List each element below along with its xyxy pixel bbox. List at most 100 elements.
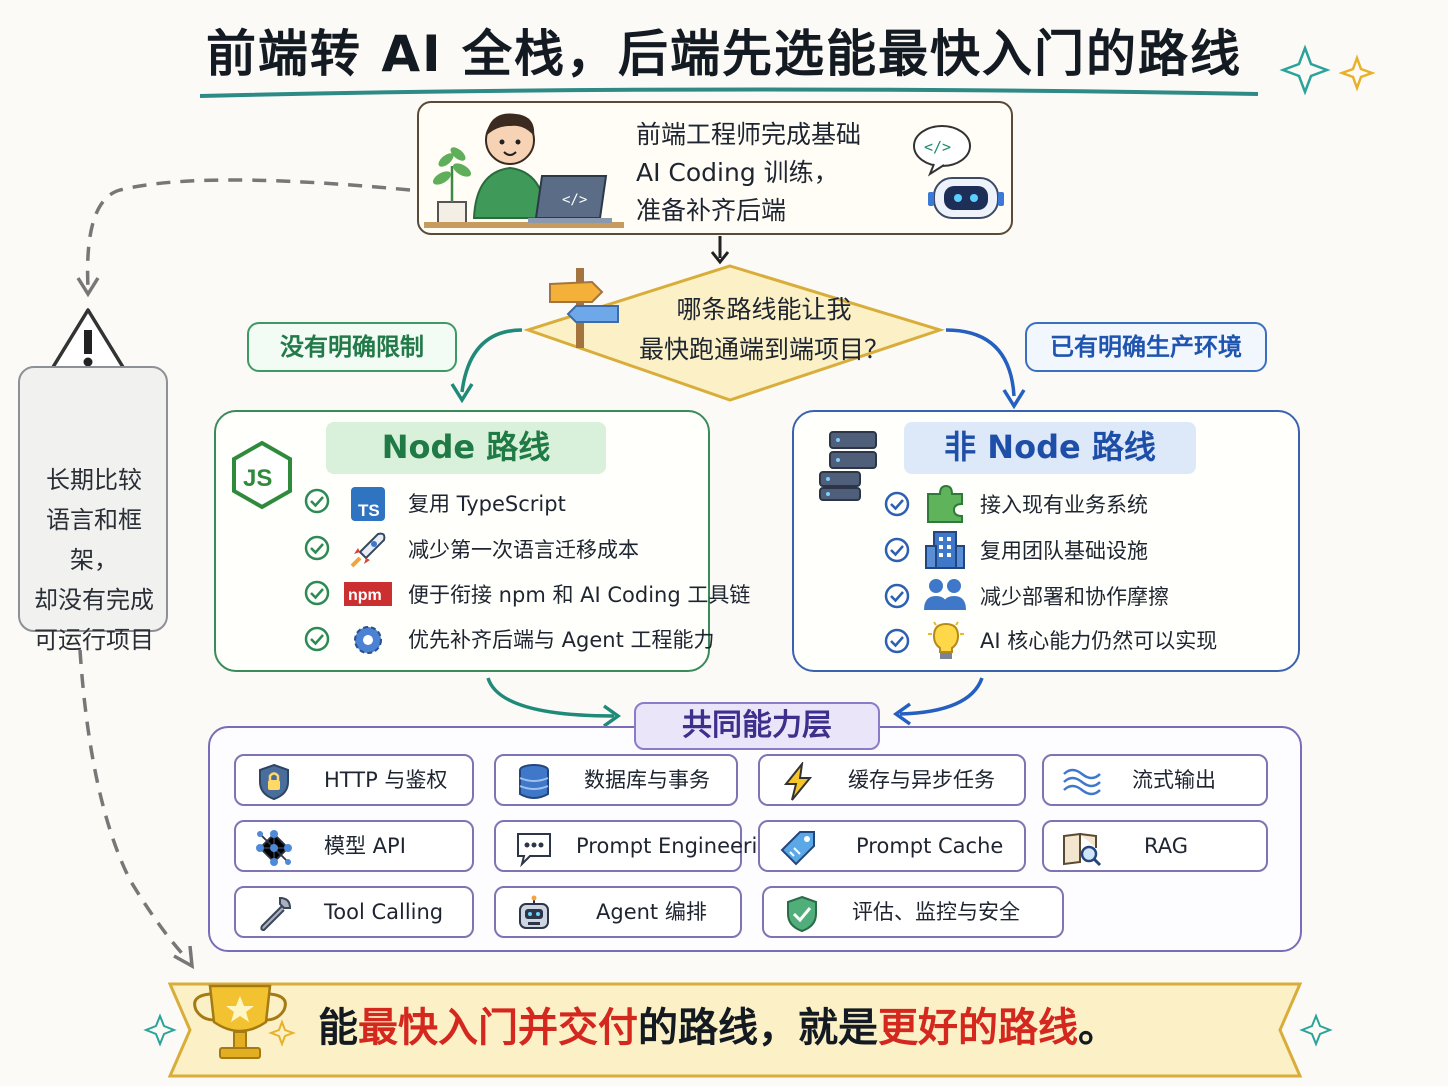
dashed-detour-path <box>78 649 190 962</box>
capability-label: Prompt Engineering <box>576 834 785 858</box>
warning-line: 可运行项目 <box>34 626 154 654</box>
trophy-icon <box>193 984 287 1059</box>
server-stack-icon <box>819 431 877 501</box>
condition-production-env-tag: 已有明确生产环境 <box>1025 322 1267 372</box>
start-line: 准备补齐后端 <box>636 196 787 225</box>
wrench-icon <box>260 896 292 932</box>
sparkle-icon <box>143 1013 177 1047</box>
non-node-route-title: 非 Node 路线 <box>904 422 1196 474</box>
nodejs-logo-icon: JS <box>232 440 292 510</box>
svg-text:</>: </> <box>924 138 951 156</box>
decision-line: 哪条路线能让我 <box>676 295 852 324</box>
checkmark-icon <box>884 583 910 609</box>
signpost-icon <box>549 268 619 348</box>
banner-highlight: 最快入门并交付 <box>358 1005 638 1051</box>
svg-text:JS: JS <box>243 465 272 492</box>
capability-cell: HTTP 与鉴权 <box>234 754 474 806</box>
capability-cell: RAG <box>1042 820 1268 872</box>
team-icon <box>924 579 966 610</box>
banner-text: 的路线，就是 <box>638 1005 878 1051</box>
node-route-item-text: 复用 TypeScript <box>408 492 566 516</box>
rocket-icon <box>350 532 386 568</box>
checkmark-icon <box>884 491 910 517</box>
robot-icon <box>928 177 1004 219</box>
capability-cell: Prompt Engineering <box>494 820 784 872</box>
non-node-route-item-text: 减少部署和协作摩擦 <box>980 585 1169 609</box>
lightbulb-icon <box>928 621 964 659</box>
banner-text: 。 <box>1078 1005 1118 1051</box>
gear-icon <box>354 626 382 654</box>
start-line: AI Coding 训练， <box>636 158 839 187</box>
non-node-route-item-text: 复用团队基础设施 <box>980 539 1148 563</box>
wave-icon <box>1063 768 1101 796</box>
sparkle-icon <box>1338 54 1376 92</box>
conclusion-banner: 能最快入门并交付的路线，就是更好的路线。 <box>318 998 1278 1058</box>
checkmark-icon <box>304 488 330 514</box>
warning-line: 却没有完成 <box>34 586 154 614</box>
capability-cell: 评估、监控与安全 <box>762 886 1064 938</box>
capability-label: 缓存与异步任务 <box>848 768 995 792</box>
check-shield-icon <box>787 895 817 933</box>
arrow-node-to-common <box>486 677 615 718</box>
capability-label: Tool Calling <box>324 900 444 924</box>
node-route-item-text: 减少第一次语言迁移成本 <box>408 538 639 562</box>
banner-highlight: 更好的路线 <box>878 1005 1078 1051</box>
capability-cell: 模型 API <box>234 820 474 872</box>
dashed-detour-path <box>85 178 411 289</box>
building-icon <box>925 531 965 569</box>
sparkle-icon <box>268 1019 296 1047</box>
warning-box <box>18 366 168 632</box>
non-node-route-item-text: 接入现有业务系统 <box>980 493 1148 517</box>
decision-line: 最快跑通端到端项目？ <box>638 335 889 364</box>
arrow-to-node-route <box>460 328 523 393</box>
capability-label: 评估、监控与安全 <box>852 900 1020 924</box>
database-icon <box>519 764 549 799</box>
checkmark-icon <box>884 628 910 654</box>
laptop-icon: </> <box>528 175 612 223</box>
developer-illustration: </> <box>424 113 624 228</box>
banner-text: 能 <box>318 1005 358 1051</box>
capability-cell: 缓存与异步任务 <box>758 754 1026 806</box>
capability-label: 流式输出 <box>1132 768 1216 792</box>
capability-label: Prompt Cache <box>856 834 1004 858</box>
capability-cell: Prompt Cache <box>758 820 1026 872</box>
npm-icon: npm <box>344 582 392 606</box>
checkmark-icon <box>304 580 330 606</box>
svg-text:TS: TS <box>358 501 380 520</box>
sparkle-icon <box>1279 44 1331 96</box>
capability-cell: 流式输出 <box>1042 754 1268 806</box>
title-underline <box>199 87 1259 98</box>
typescript-icon: TS <box>351 487 385 521</box>
node-route-title: Node 路线 <box>326 422 606 474</box>
tag-icon <box>780 831 815 866</box>
network-icon <box>256 830 292 866</box>
arrow-to-non-node-route <box>945 328 1016 397</box>
common-capability-title: 共同能力层 <box>634 702 880 750</box>
node-route-item-text: 便于衔接 npm 和 AI Coding 工具链 <box>408 583 751 607</box>
capability-label: Agent 编排 <box>596 900 707 924</box>
svg-text:npm: npm <box>348 587 382 604</box>
non-node-route-item-text: AI 核心能力仍然可以实现 <box>980 629 1218 653</box>
checkmark-icon <box>304 535 330 561</box>
warning-triangle-icon <box>48 308 128 374</box>
svg-text:</>: </> <box>562 192 587 208</box>
capability-label: 数据库与事务 <box>584 768 710 792</box>
start-description: 前端工程师完成基础 AI Coding 训练， 准备补齐后端 <box>636 116 926 230</box>
start-line: 前端工程师完成基础 <box>636 120 862 149</box>
developer-avatar <box>472 113 548 219</box>
checkmark-icon <box>304 626 330 652</box>
puzzle-icon <box>927 484 963 523</box>
warning-line: 长期比较 <box>46 466 142 494</box>
capability-cell: 数据库与事务 <box>494 754 738 806</box>
decision-question: 哪条路线能让我 最快跑通端到端项目？ <box>614 290 914 370</box>
page-title: 前端转 AI 全栈，后端先选能最快入门的路线 <box>205 25 1243 83</box>
capability-label: RAG <box>1144 834 1189 858</box>
lightning-icon <box>783 762 813 801</box>
chat-bubble-icon <box>517 833 551 868</box>
capability-cell: Tool Calling <box>234 886 474 938</box>
sparkle-icon <box>1299 1013 1333 1047</box>
condition-no-constraint-tag: 没有明确限制 <box>247 322 457 372</box>
ai-robot-illustration: </> <box>913 125 1004 219</box>
book-search-icon <box>1063 832 1102 867</box>
plant-icon <box>432 147 472 227</box>
